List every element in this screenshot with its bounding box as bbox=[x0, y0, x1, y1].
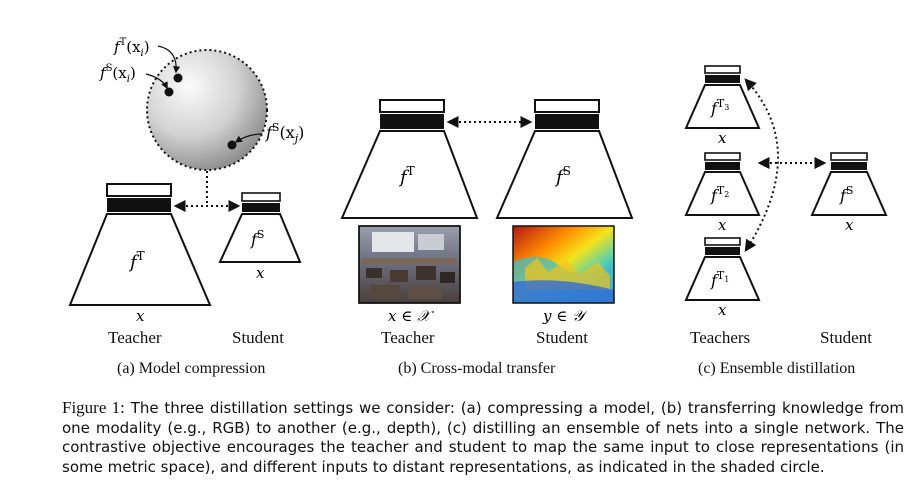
student-network bbox=[495, 130, 634, 219]
student-input: y ∈ 𝒴 bbox=[542, 307, 588, 325]
teacher-2-input: x bbox=[718, 216, 727, 234]
panel-a: fT(xi) fS(xi) fS(xj) fT x fS x Teacher S… bbox=[68, 37, 304, 377]
student-input: x bbox=[845, 216, 854, 234]
student-label: Student bbox=[820, 328, 872, 347]
teacher-feature-bar bbox=[107, 198, 171, 212]
rgb-classroom-image bbox=[358, 225, 461, 304]
student-feature-bar bbox=[242, 203, 280, 212]
label-student-xi: fS(xi) bbox=[99, 63, 136, 85]
subcaption-a: (a) Model compression bbox=[117, 360, 265, 377]
student-network bbox=[810, 171, 888, 216]
pointer-arrow-student-xj bbox=[234, 133, 263, 143]
figure-caption: Figure 1: The three distillation setting… bbox=[62, 398, 904, 477]
teacher-network bbox=[68, 213, 212, 306]
label-teacher-xi: fT(xi) bbox=[113, 37, 150, 59]
figure-label: Figure 1: bbox=[62, 398, 125, 417]
panel-b: fT fS x ∈ 𝒳 y ∈ bbox=[340, 99, 634, 377]
teacher-label: Teacher bbox=[108, 328, 162, 347]
teacher3-teacher1-curved-arrow bbox=[744, 78, 779, 253]
teacher-2-net-label: fT2 bbox=[710, 184, 729, 205]
distillation-figure: fT(xi) fS(xi) fS(xj) fT x fS x Teacher S… bbox=[68, 37, 888, 377]
teacher-1-network bbox=[684, 256, 761, 301]
teacher-3-net-label: fT3 bbox=[710, 97, 729, 118]
student-net-label: fS bbox=[839, 184, 853, 205]
teacher-1-feature-box bbox=[704, 237, 741, 246]
point-student-xj bbox=[227, 140, 237, 150]
subcaption-c: (c) Ensemble distillation bbox=[698, 360, 855, 377]
teacher-3-feature-bar bbox=[705, 75, 740, 83]
teacher-feature-box bbox=[379, 99, 445, 113]
teacher-1-feature-bar bbox=[705, 247, 740, 255]
representation-space-circle bbox=[146, 49, 268, 171]
student-network bbox=[218, 213, 302, 263]
teacher-2-feature-bar bbox=[705, 162, 740, 170]
panel-c: fT3 x fT2 x fT1 x fS x Teachers Student … bbox=[684, 65, 888, 377]
point-student-xi bbox=[164, 87, 174, 97]
label-student-xj: fS(xj) bbox=[265, 121, 304, 145]
teacher-network bbox=[340, 130, 479, 219]
teacher-1-input: x bbox=[718, 301, 727, 319]
teacher-3-network bbox=[684, 84, 761, 129]
subcaption-b: (b) Cross-modal transfer bbox=[398, 360, 556, 377]
teachers-label: Teachers bbox=[690, 328, 750, 347]
student-feature-box bbox=[830, 152, 868, 161]
teacher-feature-bar bbox=[380, 114, 444, 129]
student-feature-bar bbox=[535, 114, 599, 129]
student-feature-box bbox=[241, 192, 281, 202]
teacher-feature-box bbox=[106, 183, 172, 197]
pointer-arrow-student-xi bbox=[145, 73, 168, 90]
teacher-2-feature-box bbox=[704, 152, 741, 161]
student-feature-box bbox=[534, 99, 600, 113]
caption-text: The three distillation settings we consi… bbox=[62, 399, 904, 476]
student-input: x bbox=[256, 264, 265, 282]
teacher-2-network bbox=[684, 171, 761, 216]
depth-map-image bbox=[512, 225, 615, 304]
teacher-input: x bbox=[136, 307, 145, 325]
teacher-label: Teacher bbox=[381, 328, 435, 347]
pointer-arrow-teacher-xi bbox=[157, 45, 181, 74]
student-label: Student bbox=[232, 328, 284, 347]
point-teacher-xi bbox=[173, 73, 183, 83]
teacher-input: x ∈ 𝒳 bbox=[388, 307, 434, 325]
teacher-3-feature-box bbox=[704, 65, 741, 74]
teacher-3-input: x bbox=[718, 129, 727, 147]
student-net-label: fS bbox=[250, 228, 264, 249]
teacher-1-net-label: fT1 bbox=[710, 269, 729, 290]
student-label: Student bbox=[536, 328, 588, 347]
student-feature-bar bbox=[831, 162, 867, 170]
